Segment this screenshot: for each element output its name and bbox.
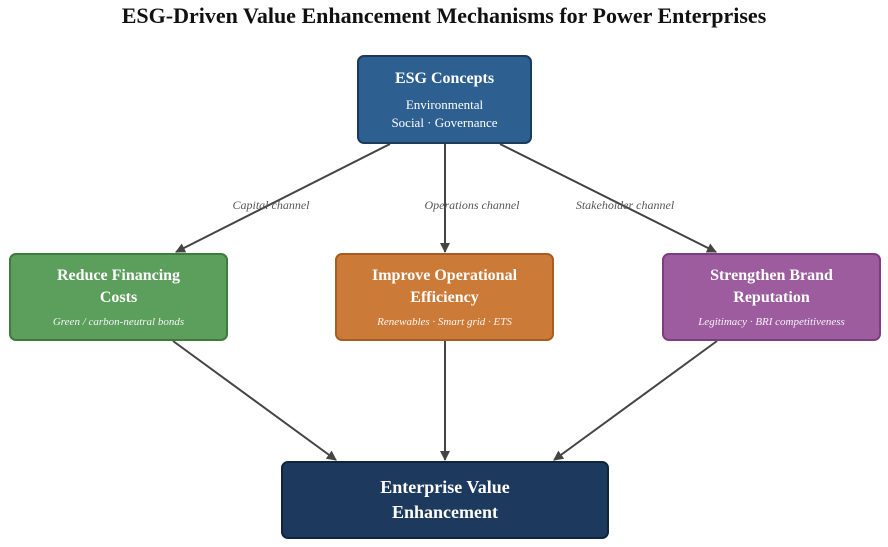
node-brand-title-line2: Reputation	[733, 289, 810, 306]
node-reduce-financing-costs: Reduce Financing Costs Green / carbon-ne…	[9, 253, 228, 341]
node-brand-title-line1: Strengthen Brand	[710, 267, 833, 284]
node-esg-line2: Social · Governance	[391, 114, 498, 130]
node-esg-concepts: ESG Concepts Environmental Social · Gove…	[357, 55, 532, 144]
node-ops-title-line1: Improve Operational	[371, 267, 518, 284]
edge-brand-to-value	[553, 340, 718, 461]
node-esg-title: ESG Concepts	[394, 69, 495, 87]
node-esg-line1: Environmental	[405, 96, 484, 112]
node-enterprise-value-enhancement: Enterprise Value Enhancement	[281, 461, 609, 539]
node-ops-note: Renewables · Smart grid · ETS	[377, 316, 512, 328]
node-finance-title-line2: Costs	[99, 289, 138, 306]
edge-esg-to-finance	[175, 143, 391, 253]
node-value-title-line2: Enhancement	[391, 502, 498, 522]
node-strengthen-brand-reputation: Strengthen Brand Reputation Legitimacy ·…	[662, 253, 881, 341]
node-ops-title-line2: Efficiency	[410, 289, 479, 306]
node-brand-note: Legitimacy · BRI competitiveness	[698, 316, 845, 328]
edge-label-operations: Operations channel	[425, 198, 521, 212]
node-finance-title-line1: Reduce Financing	[56, 267, 181, 284]
edge-esg-to-brand	[499, 143, 717, 253]
diagram-title: ESG-Driven Value Enhancement Mechanisms …	[121, 3, 767, 28]
edge-label-capital: Capital channel	[233, 198, 311, 212]
node-finance-note: Green / carbon-neutral bonds	[52, 316, 185, 328]
node-improve-operational-efficiency: Improve Operational Efficiency Renewable…	[335, 253, 554, 341]
edge-label-stakeholder: Stakeholder channel	[576, 198, 675, 212]
edge-finance-to-value	[172, 340, 337, 461]
node-value-title-line1: Enterprise Value	[380, 477, 510, 497]
